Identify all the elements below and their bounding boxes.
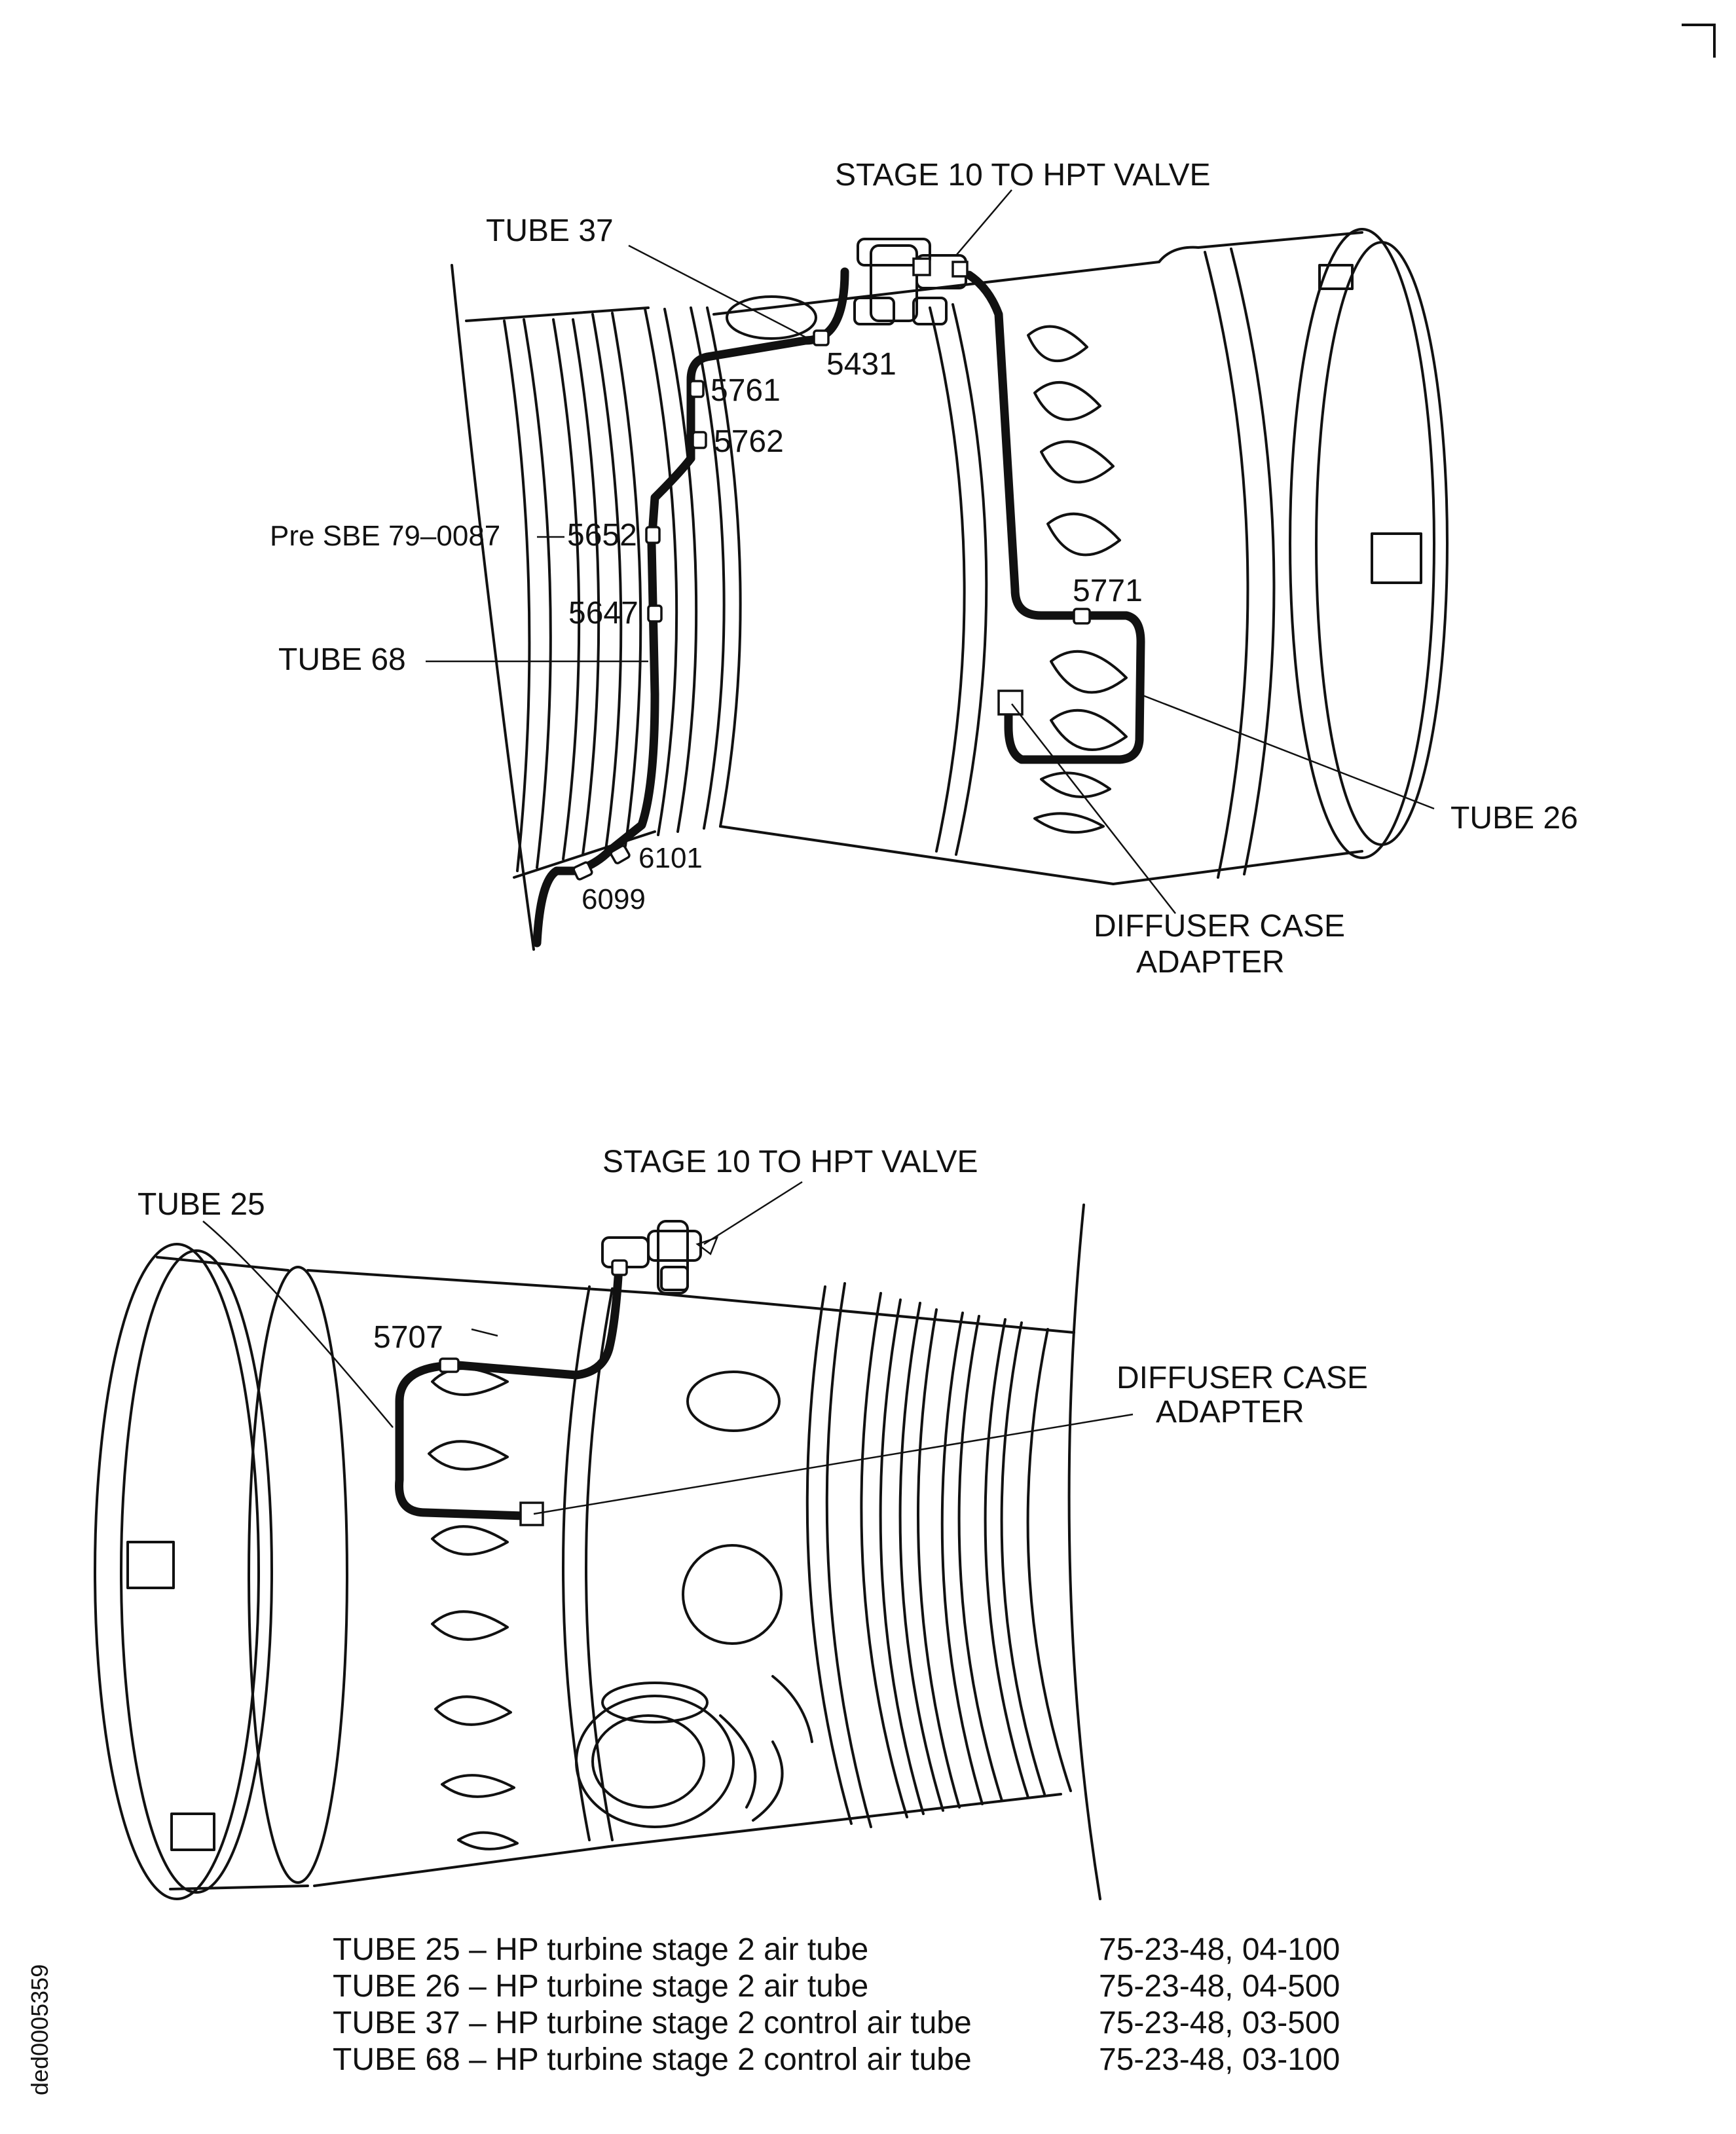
label-top-adapter-2: ADAPTER [1136, 945, 1285, 980]
label-bottom-adapter-1: DIFFUSER CASE [1117, 1361, 1368, 1395]
label-5771: 5771 [1073, 574, 1143, 608]
legend-tube: TUBE 26 – HP turbine stage 2 air tube [333, 1969, 869, 2004]
tube-26-line [965, 270, 1145, 764]
top-view-engine-case [451, 228, 1449, 951]
legend-ref: 75-23-48, 04-100 [1099, 1932, 1340, 1967]
label-5762: 5762 [714, 424, 784, 459]
legend-ref: 75-23-48, 03-500 [1099, 2006, 1340, 2040]
bottom-view-fittings [439, 1259, 628, 1526]
label-5431: 5431 [826, 347, 896, 382]
fuel-nozzle-ports [1027, 325, 1128, 834]
bottom-compressor-ribs [805, 1282, 1072, 1828]
bottom-nozzle-ports [428, 1367, 519, 1850]
tube-37-line [686, 267, 849, 463]
top-view-fittings [572, 257, 1091, 881]
label-tube-26: TUBE 26 [1450, 801, 1578, 836]
document-id-text: ded0005359 [26, 1964, 53, 2095]
top-stage10-hpt-valve [853, 238, 967, 325]
label-top-valve: STAGE 10 TO HPT VALVE [835, 158, 1211, 193]
label-bottom-adapter-2: ADAPTER [1156, 1395, 1304, 1429]
top-view-leaders [426, 189, 1435, 914]
label-5761: 5761 [711, 373, 781, 408]
legend-row: TUBE 37 – HP turbine stage 2 control air… [333, 2005, 1380, 2042]
bottom-view-labels: STAGE 10 TO HPT VALVE TUBE 25 5707 DIFFU… [138, 1145, 1368, 1429]
legend-tube: TUBE 37 – HP turbine stage 2 control air… [333, 2006, 972, 2040]
top-view-tubes [532, 267, 1145, 947]
label-bottom-valve: STAGE 10 TO HPT VALVE [602, 1145, 978, 1179]
compressor-ribs [503, 306, 742, 872]
top-view-labels: STAGE 10 TO HPT VALVE TUBE 37 5431 5761 … [270, 158, 1578, 980]
legend-tube: TUBE 68 – HP turbine stage 2 control air… [333, 2042, 972, 2077]
legend-tube: TUBE 25 – HP turbine stage 2 air tube [333, 1932, 869, 1967]
label-5707: 5707 [373, 1320, 443, 1355]
legend-ref: 75-23-48, 03-100 [1099, 2042, 1340, 2077]
corner-mark [1682, 24, 1716, 58]
label-6101: 6101 [638, 842, 703, 874]
label-6099: 6099 [582, 883, 646, 915]
legend-row: TUBE 26 – HP turbine stage 2 air tube 75… [333, 1968, 1380, 2005]
document-id: ded0005359 [13, 1899, 65, 2115]
legend-row: TUBE 25 – HP turbine stage 2 air tube 75… [333, 1932, 1380, 1968]
label-tube-68: TUBE 68 [278, 642, 406, 677]
bottom-view-leaders [202, 1181, 1134, 1515]
label-tube-25: TUBE 25 [138, 1187, 265, 1222]
label-tube-37: TUBE 37 [486, 213, 614, 248]
bottom-view-engine-case [94, 1204, 1101, 1900]
label-pre-sbe: Pre SBE 79–0087 [270, 520, 500, 552]
tube-legend: TUBE 25 – HP turbine stage 2 air tube 75… [333, 1932, 1380, 2078]
legend-ref: 75-23-48, 04-500 [1099, 1969, 1340, 2004]
label-top-adapter-1: DIFFUSER CASE [1094, 909, 1345, 944]
label-5652: 5652 [567, 518, 637, 553]
label-5647: 5647 [568, 596, 638, 631]
tube-68-line [532, 454, 695, 947]
legend-row: TUBE 68 – HP turbine stage 2 control air… [333, 2042, 1380, 2078]
